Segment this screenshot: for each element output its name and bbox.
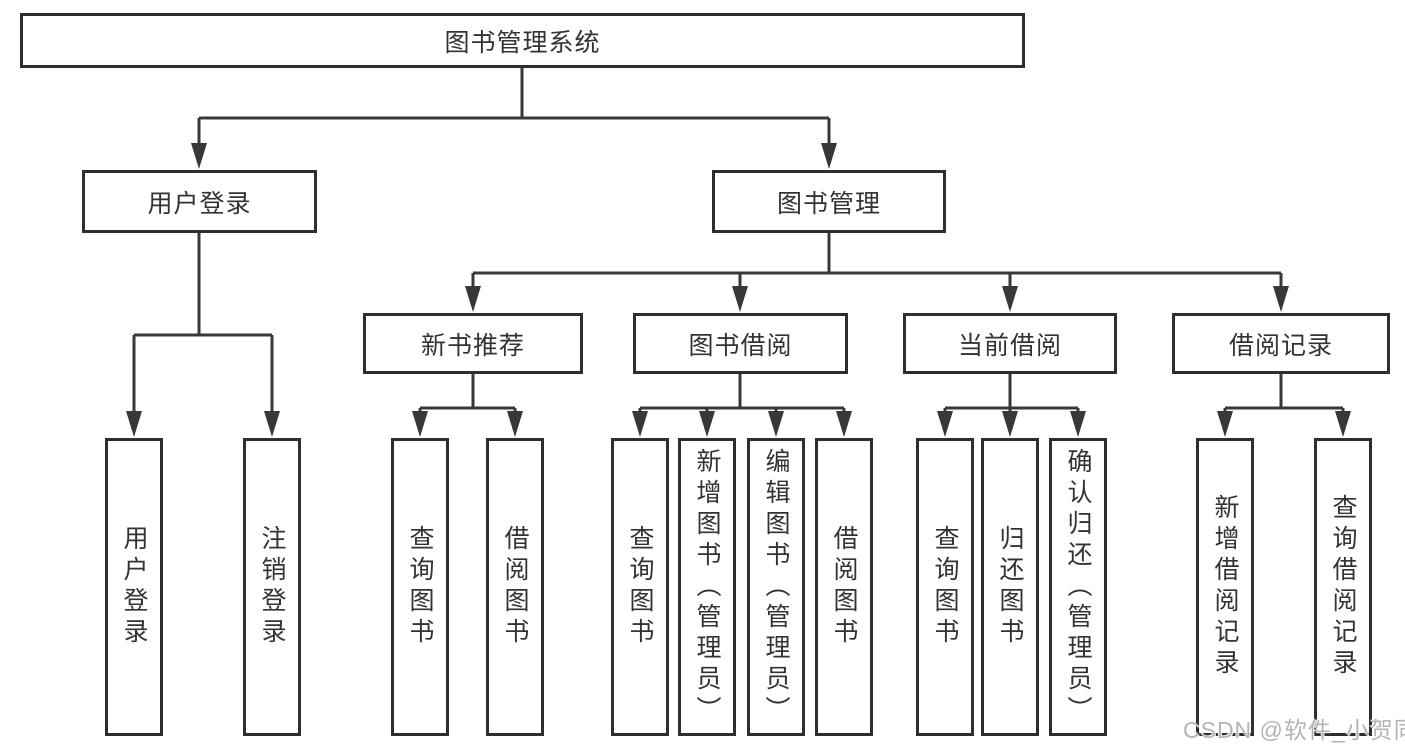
arrow-down-icon [732,286,748,312]
arrow-down-icon [1002,286,1018,312]
node-label: 图书管理 [776,189,881,218]
leaf-user-login: 用户登录 [105,438,163,736]
leaf-edit-books-admin: 编辑图书（管理员） [747,438,805,736]
leaf-label: 归还图书 [996,525,1024,649]
arrow-down-icon [126,411,142,437]
leaf-label: 新增图书（管理员） [693,447,721,727]
leaf-label: 用户登录 [120,525,148,649]
leaf-logout: 注销登录 [243,438,301,736]
node-current-borrowing: 当前借阅 [903,313,1117,374]
node-label: 借阅记录 [1228,331,1333,360]
arrow-down-icon [465,286,481,312]
node-book-borrowing: 图书借阅 [633,313,848,374]
leaf-add-books-admin: 新增图书（管理员） [678,438,736,736]
leaf-return-books: 归还图书 [981,438,1039,736]
node-user-login: 用户登录 [82,170,317,233]
arrow-down-icon [1002,411,1018,437]
leaf-label: 注销登录 [258,525,286,649]
leaf-label: 查询图书 [626,525,654,649]
leaf-confirm-return-admin: 确认归还（管理员） [1049,438,1107,736]
leaf-query-borrow-record: 查询借阅记录 [1314,438,1372,736]
arrow-down-icon [699,411,715,437]
leaf-label: 查询图书 [931,525,959,649]
node-label: 用户登录 [147,189,252,218]
leaf-query-books: 查询图书 [916,438,974,736]
arrow-down-icon [264,411,280,437]
node-label: 图书借阅 [688,331,793,360]
leaf-query-books: 查询图书 [391,438,449,736]
node-label: 当前借阅 [957,331,1062,360]
csdn-watermark: CSDN @软件_小贺同学 [1183,717,1405,743]
leaf-label: 借阅图书 [501,525,529,649]
arrow-down-icon [1335,411,1351,437]
arrow-down-icon [412,411,428,437]
leaf-label: 查询图书 [406,525,434,649]
leaf-label: 新增借阅记录 [1211,494,1239,680]
arrow-down-icon [1070,411,1086,437]
arrow-down-icon [768,411,784,437]
node-book-management: 图书管理 [712,170,946,233]
arrow-down-icon [1273,286,1289,312]
arrow-down-icon [632,411,648,437]
arrow-down-icon [937,411,953,437]
leaf-label: 确认归还（管理员） [1064,447,1092,727]
arrow-down-icon [507,411,523,437]
node-new-book-recommendation: 新书推荐 [363,313,583,374]
node-library-management-system: 图书管理系统 [20,13,1025,68]
leaf-label: 查询借阅记录 [1329,494,1357,680]
arrowheads [126,143,1351,437]
leaf-borrow-books: 借阅图书 [486,438,544,736]
node-label: 图书管理系统 [444,28,601,57]
leaf-label: 编辑图书（管理员） [762,447,790,727]
leaf-label: 借阅图书 [830,525,858,649]
node-label: 新书推荐 [420,331,525,360]
leaf-add-borrow-record: 新增借阅记录 [1196,438,1254,736]
leaf-borrow-books: 借阅图书 [815,438,873,736]
node-borrowing-records: 借阅记录 [1172,313,1390,374]
arrow-down-icon [821,143,837,169]
arrow-down-icon [191,143,207,169]
leaf-query-books: 查询图书 [611,438,669,736]
arrow-down-icon [1217,411,1233,437]
arrow-down-icon [836,411,852,437]
